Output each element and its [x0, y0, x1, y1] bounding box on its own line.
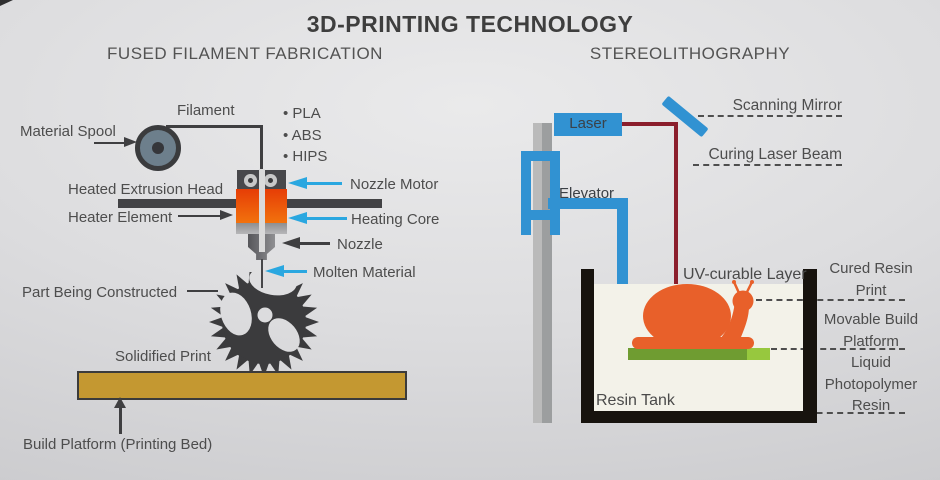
movable-build-platform-light-segment: [747, 348, 770, 360]
cured-resin-print-dash-line: [756, 299, 905, 301]
motor-wheel-left: [244, 174, 257, 187]
sla-subtitle: STEREOLITHOGRAPHY: [589, 44, 791, 63]
molten-material-arrowhead-icon: [265, 264, 284, 277]
molten-material-arrow-line: [283, 269, 307, 273]
material-spool-arrow-line: [94, 141, 127, 144]
material-spool-arrowhead-icon: [124, 137, 137, 147]
uv-curable-layer-label: UV-curable Layer: [683, 266, 807, 283]
motor-wheel-left-dot: [247, 177, 253, 183]
scanning-mirror-label: Scanning Mirror: [732, 97, 842, 114]
nozzle-arrow-line: [298, 242, 330, 245]
filament-line-vertical: [260, 125, 263, 173]
motor-wheel-right: [264, 174, 277, 187]
nozzle-motor-arrowhead-icon: [288, 176, 307, 189]
resin-tank-left-wall: [581, 269, 594, 423]
filament-line-horizontal: [166, 125, 263, 128]
part-being-constructed-label: Part Being Constructed: [22, 284, 178, 301]
elevator-label: Elevator: [559, 185, 615, 202]
laser-beam-vertical: [673, 121, 678, 286]
nozzle-label: Nozzle: [337, 236, 383, 253]
motor-wheel-right-dot: [267, 177, 273, 183]
movable-build-platform-dash-line: [771, 348, 905, 350]
nozzle-motor-arrow-line: [304, 181, 342, 185]
corner-fold: [0, 0, 13, 6]
build-platform-arrowhead-icon: [114, 397, 126, 408]
heater-element-arrow-line: [178, 214, 222, 217]
support-pole-light: [533, 123, 542, 423]
resin-tank-bottom-wall: [581, 411, 817, 423]
material-item-abs: ABS: [283, 125, 327, 147]
elevator-arm-bar: [548, 198, 628, 209]
heater-element-label: Heater Element: [68, 209, 173, 226]
elevator-bracket-left-bar: [521, 151, 531, 235]
build-platform-arrow-line: [119, 407, 122, 434]
resin-tank-right-wall: [803, 269, 817, 423]
movable-build-platform-label: Movable Build Platform: [823, 311, 919, 350]
build-platform-graphic: [77, 371, 407, 400]
resin-tank-label: Resin Tank: [596, 392, 675, 409]
laser-box: Laser: [554, 113, 622, 136]
material-item-pla: PLA: [283, 103, 327, 125]
elevator-bracket-top-bar: [521, 151, 560, 161]
curing-laser-beam-label: Curing Laser Beam: [708, 146, 842, 163]
scanning-mirror-dash-line: [698, 115, 842, 117]
gear-part-graphic: [209, 272, 319, 376]
support-pole-dark: [542, 123, 552, 423]
material-item-hips: HIPS: [283, 146, 327, 168]
heating-core-arrow-line: [304, 216, 347, 220]
heater-element-arrowhead-icon: [220, 210, 233, 220]
elevator-rod: [617, 208, 628, 357]
material-spool-graphic: [135, 125, 181, 171]
laser-beam-horizontal: [622, 121, 678, 126]
elevator-bracket-bottom-bar: [521, 210, 560, 220]
page-title: 3D-PRINTING TECHNOLOGY: [306, 11, 634, 37]
material-spool-label: Material Spool: [20, 123, 116, 140]
solidified-print-label: Solidified Print: [115, 348, 211, 365]
liquid-resin-dash-line: [765, 411, 905, 414]
part-being-constructed-line: [187, 289, 218, 292]
movable-build-platform-graphic: [628, 348, 770, 360]
cured-resin-print-label: Cured Resin Print: [829, 260, 913, 299]
heated-extrusion-head-label: Heated Extrusion Head: [68, 181, 224, 198]
heating-core-label: Heating Core: [351, 211, 440, 228]
molten-material-label: Molten Material: [313, 264, 416, 281]
materials-list: PLA ABS HIPS: [283, 103, 328, 168]
filament-slot: [258, 169, 265, 252]
snail-print-graphic: [632, 280, 754, 349]
nozzle-arrowhead-icon: [282, 237, 300, 249]
curing-laser-beam-dash-line: [693, 164, 842, 166]
heating-core-arrowhead-icon: [288, 211, 307, 224]
fff-subtitle: FUSED FILAMENT FABRICATION: [107, 44, 383, 63]
build-platform-label: Build Platform (Printing Bed): [23, 436, 213, 453]
elevator-bracket-right-bar: [550, 151, 560, 235]
spool-hub: [152, 142, 164, 154]
filament-label: Filament: [177, 102, 235, 119]
liquid-photopolymer-resin-label: Liquid Photopolymer Resin: [824, 354, 918, 414]
nozzle-motor-label: Nozzle Motor: [350, 176, 439, 193]
